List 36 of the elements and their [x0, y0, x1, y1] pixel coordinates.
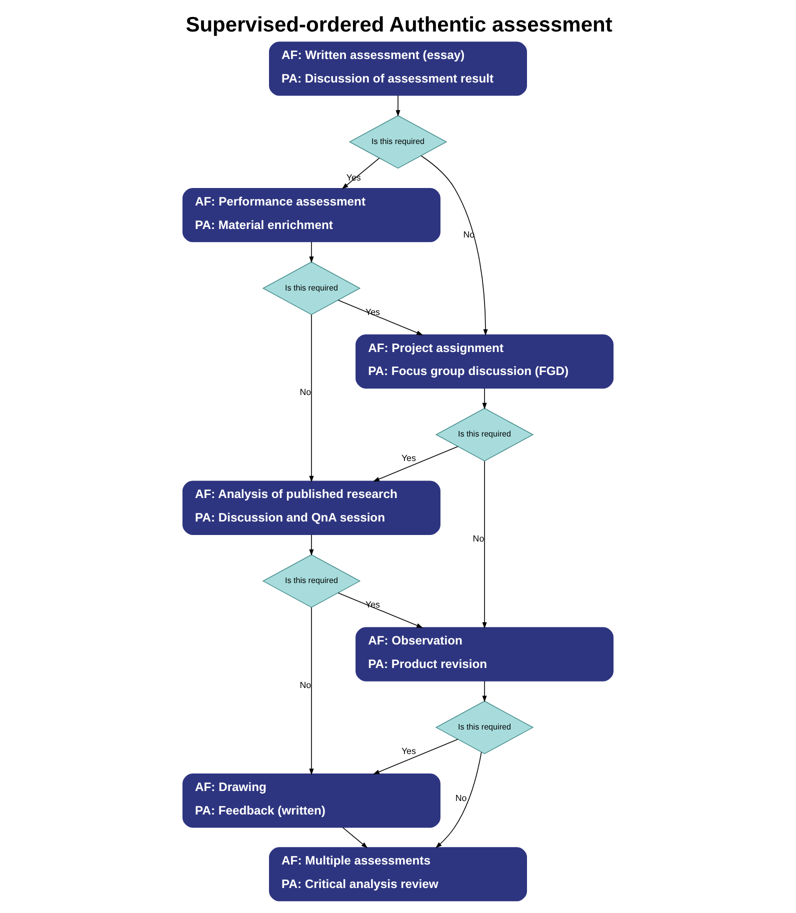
arrow	[338, 592, 424, 628]
arrow	[338, 300, 424, 336]
node-box: AF: Multiple assessments PA: Critical analysis review	[269, 847, 527, 902]
arrow	[396, 95, 400, 117]
node-box: AF: Written assessment (essay) PA: Discussion of assessment result	[269, 42, 527, 96]
edge-label: No	[300, 680, 312, 690]
node-diamond: Is this required	[435, 700, 534, 754]
node-diamond: Is this required	[262, 554, 361, 608]
edge-label: Yes	[401, 746, 416, 756]
arrow	[342, 827, 368, 848]
node-diamond: Is this required	[262, 262, 361, 316]
arrow	[309, 314, 314, 482]
node-diamond: Is this required	[435, 408, 534, 462]
node-box: AF: Analysis of published research PA: Discussion and QnA session	[182, 480, 440, 535]
edge-label: Yes	[401, 453, 416, 464]
arrow	[372, 738, 458, 774]
arrow	[309, 242, 314, 264]
edge-label: No	[472, 534, 484, 544]
arrow	[372, 446, 458, 482]
arrow	[309, 534, 314, 556]
arrow	[436, 752, 482, 848]
arrow	[309, 607, 314, 776]
arrow	[420, 155, 488, 336]
node-diamond: Is this required	[348, 115, 448, 169]
arrow	[342, 158, 380, 190]
edge-label: No	[300, 387, 312, 398]
edge-label: No	[455, 792, 467, 803]
node-box: AF: Performance assessment PA: Material enrichment	[182, 188, 440, 242]
edge-label: Yes	[366, 600, 380, 610]
diagram-title: Supervised-ordered Authentic assessment	[186, 13, 612, 36]
arrow	[482, 388, 487, 410]
arrow	[482, 460, 487, 629]
node-box: AF: Observation PA: Product revision	[356, 627, 614, 682]
node-box: AF: Drawing PA: Feedback (written)	[182, 774, 440, 828]
node-box: AF: Project assignment PA: Focus group discussion (FGD)	[356, 334, 614, 389]
arrow	[482, 680, 487, 702]
